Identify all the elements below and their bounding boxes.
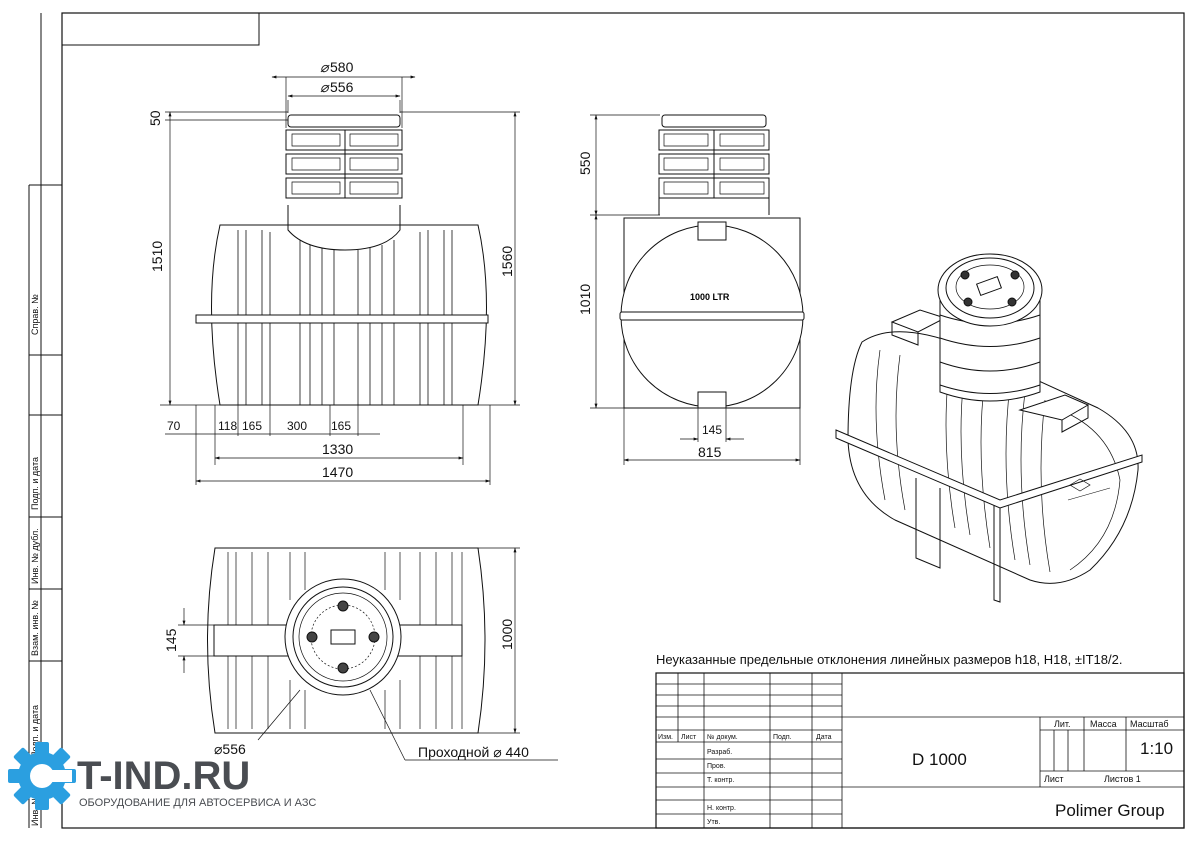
isometric-view	[835, 253, 1143, 603]
dim-h1510: 1510	[149, 241, 165, 272]
tb-scale: 1:10	[1140, 739, 1173, 758]
tb-col-data: Дата	[816, 734, 832, 741]
side-dimension-labels: 550 1010 145 815 1000 LTR	[577, 151, 730, 460]
title-block-text: Изм. Лист № докум. Подп. Дата Разраб. Пр…	[658, 719, 1173, 826]
dim-h1000: 1000	[499, 619, 515, 650]
top-view	[207, 547, 486, 734]
title-block	[655, 672, 1185, 829]
tb-row-utv: Утв.	[707, 819, 720, 826]
tb-col-list: Лист	[681, 734, 697, 741]
dim-d580: 580	[330, 59, 354, 75]
dim-d580-symbol: ⌀	[320, 59, 330, 75]
dim-h50: 50	[147, 110, 163, 126]
tb-col-podp: Подп.	[773, 734, 792, 741]
dim-h1560: 1560	[499, 246, 515, 277]
dim-w1330: 1330	[322, 441, 353, 457]
dim-d556: 556	[330, 79, 354, 95]
dim-w145: 145	[702, 423, 722, 437]
dim-d556-top: ⌀556	[214, 741, 246, 757]
stamp-sprav: Справ. №	[30, 294, 40, 335]
tb-designation: D 1000	[912, 750, 967, 769]
top-dimensions	[178, 547, 558, 761]
dim-w165b: 165	[331, 419, 351, 433]
tb-lit: Лит.	[1054, 719, 1071, 729]
front-dimensions	[160, 75, 520, 485]
tb-col-dokum: № докум.	[707, 734, 738, 741]
tb-mass: Масса	[1090, 719, 1117, 729]
stamp-podp-data-2: Подп. и дата	[30, 705, 40, 758]
tb-row-prov: Пров.	[707, 763, 726, 770]
tb-row-razrab: Разраб.	[707, 748, 732, 756]
tank-volume-label: 1000 LTR	[690, 292, 730, 302]
passage-diameter-label: Проходной ⌀ 440	[418, 744, 529, 760]
tb-scale-label: Масштаб	[1130, 719, 1169, 729]
dim-d556-symbol: ⌀	[320, 79, 330, 95]
tb-col-izm: Изм.	[658, 734, 673, 741]
dim-h1010: 1010	[577, 284, 593, 315]
top-dimension-labels: 145 1000 ⌀556 Проходной ⌀ 440	[163, 619, 529, 760]
dim-w118: 118	[218, 419, 237, 433]
tolerance-note: Неуказанные предельные отклонения линейн…	[656, 652, 1122, 667]
side-dimensions	[590, 114, 801, 465]
tb-sheet: Лист	[1044, 774, 1064, 784]
logo-text: T-IND.RU	[77, 754, 250, 798]
dim-h550: 550	[577, 151, 593, 175]
tb-sheets: Листов 1	[1104, 774, 1141, 784]
stamp-podp-data-1: Подп. и дата	[30, 457, 40, 510]
dim-w1470: 1470	[322, 464, 353, 480]
dim-w70: 70	[167, 419, 181, 433]
side-view	[619, 114, 805, 409]
front-dimension-labels: ⌀ 580 ⌀ 556 50 1510 1560 70 118 165 300 …	[147, 59, 515, 480]
logo-tagline: ОБОРУДОВАНИЕ ДЛЯ АВТОСЕРВИСА И АЗС	[79, 797, 316, 809]
tb-company: Polimer Group	[1055, 801, 1165, 820]
tb-row-tkontr: Т. контр.	[707, 777, 734, 784]
stamp-inv-dubl: Инв. № дубл.	[30, 528, 40, 584]
gear-icon	[8, 742, 76, 810]
front-view	[195, 114, 489, 406]
tb-row-nkontr: Н. контр.	[707, 805, 736, 812]
t-ind-logo: T-IND.RU ОБОРУДОВАНИЕ ДЛЯ АВТОСЕРВИСА И …	[8, 742, 316, 810]
dim-w300: 300	[287, 419, 307, 433]
dim-w165a: 165	[242, 419, 262, 433]
dim-h145-top: 145	[163, 628, 179, 652]
stamp-vzam-inv: Взам. инв. №	[30, 600, 40, 656]
dim-w815: 815	[698, 444, 722, 460]
